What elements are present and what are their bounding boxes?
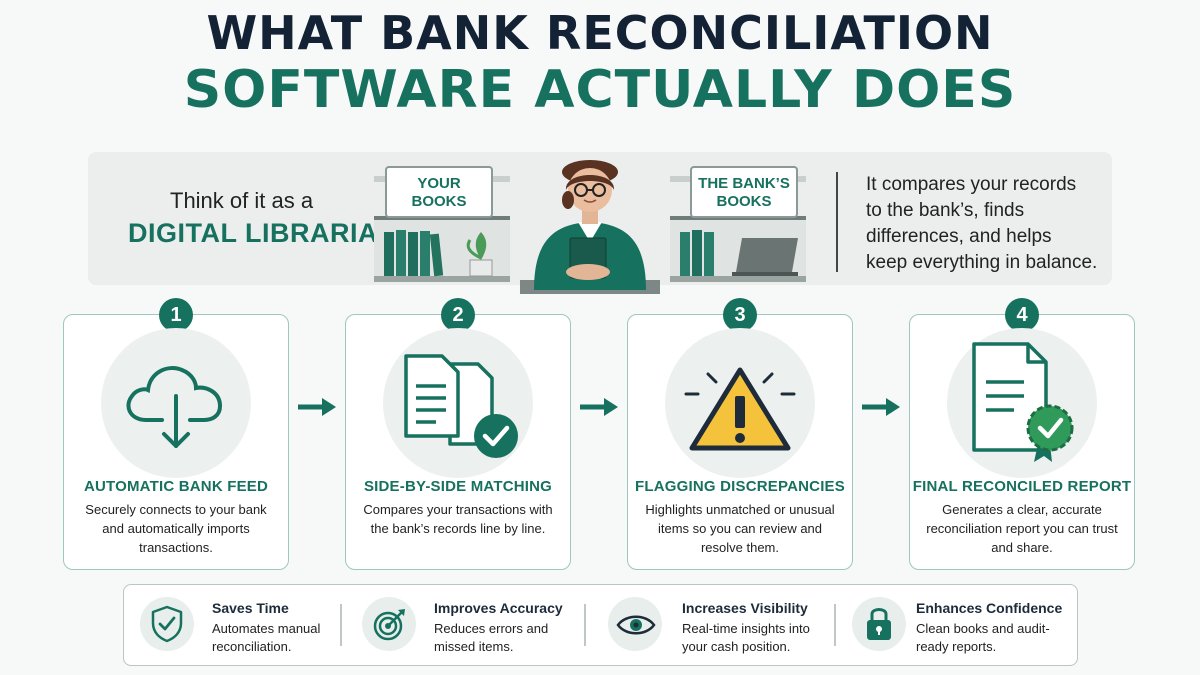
- arrow-right-icon: [580, 398, 618, 416]
- eye-icon: [616, 615, 656, 635]
- warning-icon: [684, 367, 796, 451]
- hero-highlight-text: DIGITAL LIBRARIAN: [128, 218, 398, 248]
- bank-books-sign-line-2: BOOKS: [716, 193, 772, 210]
- your-books-sign: YOUR BOOKS: [385, 166, 493, 218]
- title-line-2: SOFTWARE ACTUALLY DOES: [183, 60, 1017, 120]
- benefit-title: Increases Visibility: [682, 600, 808, 616]
- step-description: Highlights unmatched or unusual items so…: [645, 502, 835, 555]
- benefit-title: Enhances Confidence: [916, 600, 1063, 616]
- cloud-download-icon: [126, 366, 223, 448]
- target-icon: [373, 609, 405, 641]
- arrow-right-icon: [862, 398, 900, 416]
- step-number: 2: [441, 298, 475, 332]
- shield-check-icon: [151, 605, 183, 643]
- hero-description-line: to the bank’s, finds: [866, 200, 1025, 221]
- benefit-description: Reduces errors and missed items.: [434, 621, 549, 654]
- arrow-right-icon: [298, 398, 336, 416]
- step-number: 1: [159, 298, 193, 332]
- step-title: SIDE-BY-SIDE MATCHING: [363, 478, 553, 495]
- hero-description-line: It compares your records: [866, 174, 1077, 195]
- benefit-description: Clean books and audit-ready reports.: [916, 621, 1050, 654]
- step-title: AUTOMATIC BANK FEED: [83, 478, 269, 495]
- benefit-divider: [834, 604, 836, 646]
- your-books-sign-line-2: BOOKS: [411, 193, 467, 210]
- your-books-sign-line-1: YOUR: [417, 175, 461, 192]
- step-description: Securely connects to your bank and autom…: [85, 502, 267, 555]
- benefit-title: Improves Accuracy: [434, 600, 563, 616]
- benefit-divider: [340, 604, 342, 646]
- step-title: FINAL RECONCILED REPORT: [912, 478, 1132, 495]
- lock-icon: [867, 608, 891, 640]
- hero-lead-text: Think of it as a: [170, 188, 314, 213]
- bank-books-sign-line-1: THE BANK’S: [698, 175, 790, 192]
- bank-books-sign: THE BANK’S BOOKS: [690, 166, 798, 218]
- hero-description-line: differences, and helps: [866, 226, 1052, 247]
- hero-divider: [836, 172, 838, 272]
- step-description: Generates a clear, accurate reconciliati…: [926, 502, 1118, 555]
- hero-description-line: keep everything in balance.: [866, 252, 1098, 273]
- benefit-title: Saves Time: [212, 600, 289, 616]
- librarian-illustration: [374, 160, 806, 294]
- certified-report-icon: [972, 342, 1074, 462]
- benefit-divider: [584, 604, 586, 646]
- benefits-bar: [123, 584, 1078, 666]
- title-line-1: WHAT BANK RECONCILIATION: [206, 6, 994, 60]
- hero-description: It compares your records to the bank’s, …: [866, 172, 1106, 276]
- step-number: 3: [723, 298, 757, 332]
- benefit-description: Automates manual reconciliation.: [212, 621, 321, 654]
- documents-check-icon: [404, 354, 518, 458]
- benefit-description: Real-time insights into your cash positi…: [682, 621, 810, 654]
- step-number: 4: [1005, 298, 1039, 332]
- step-description: Compares your transactions with the bank…: [363, 502, 553, 536]
- step-title: FLAGGING DISCREPANCIES: [635, 478, 845, 495]
